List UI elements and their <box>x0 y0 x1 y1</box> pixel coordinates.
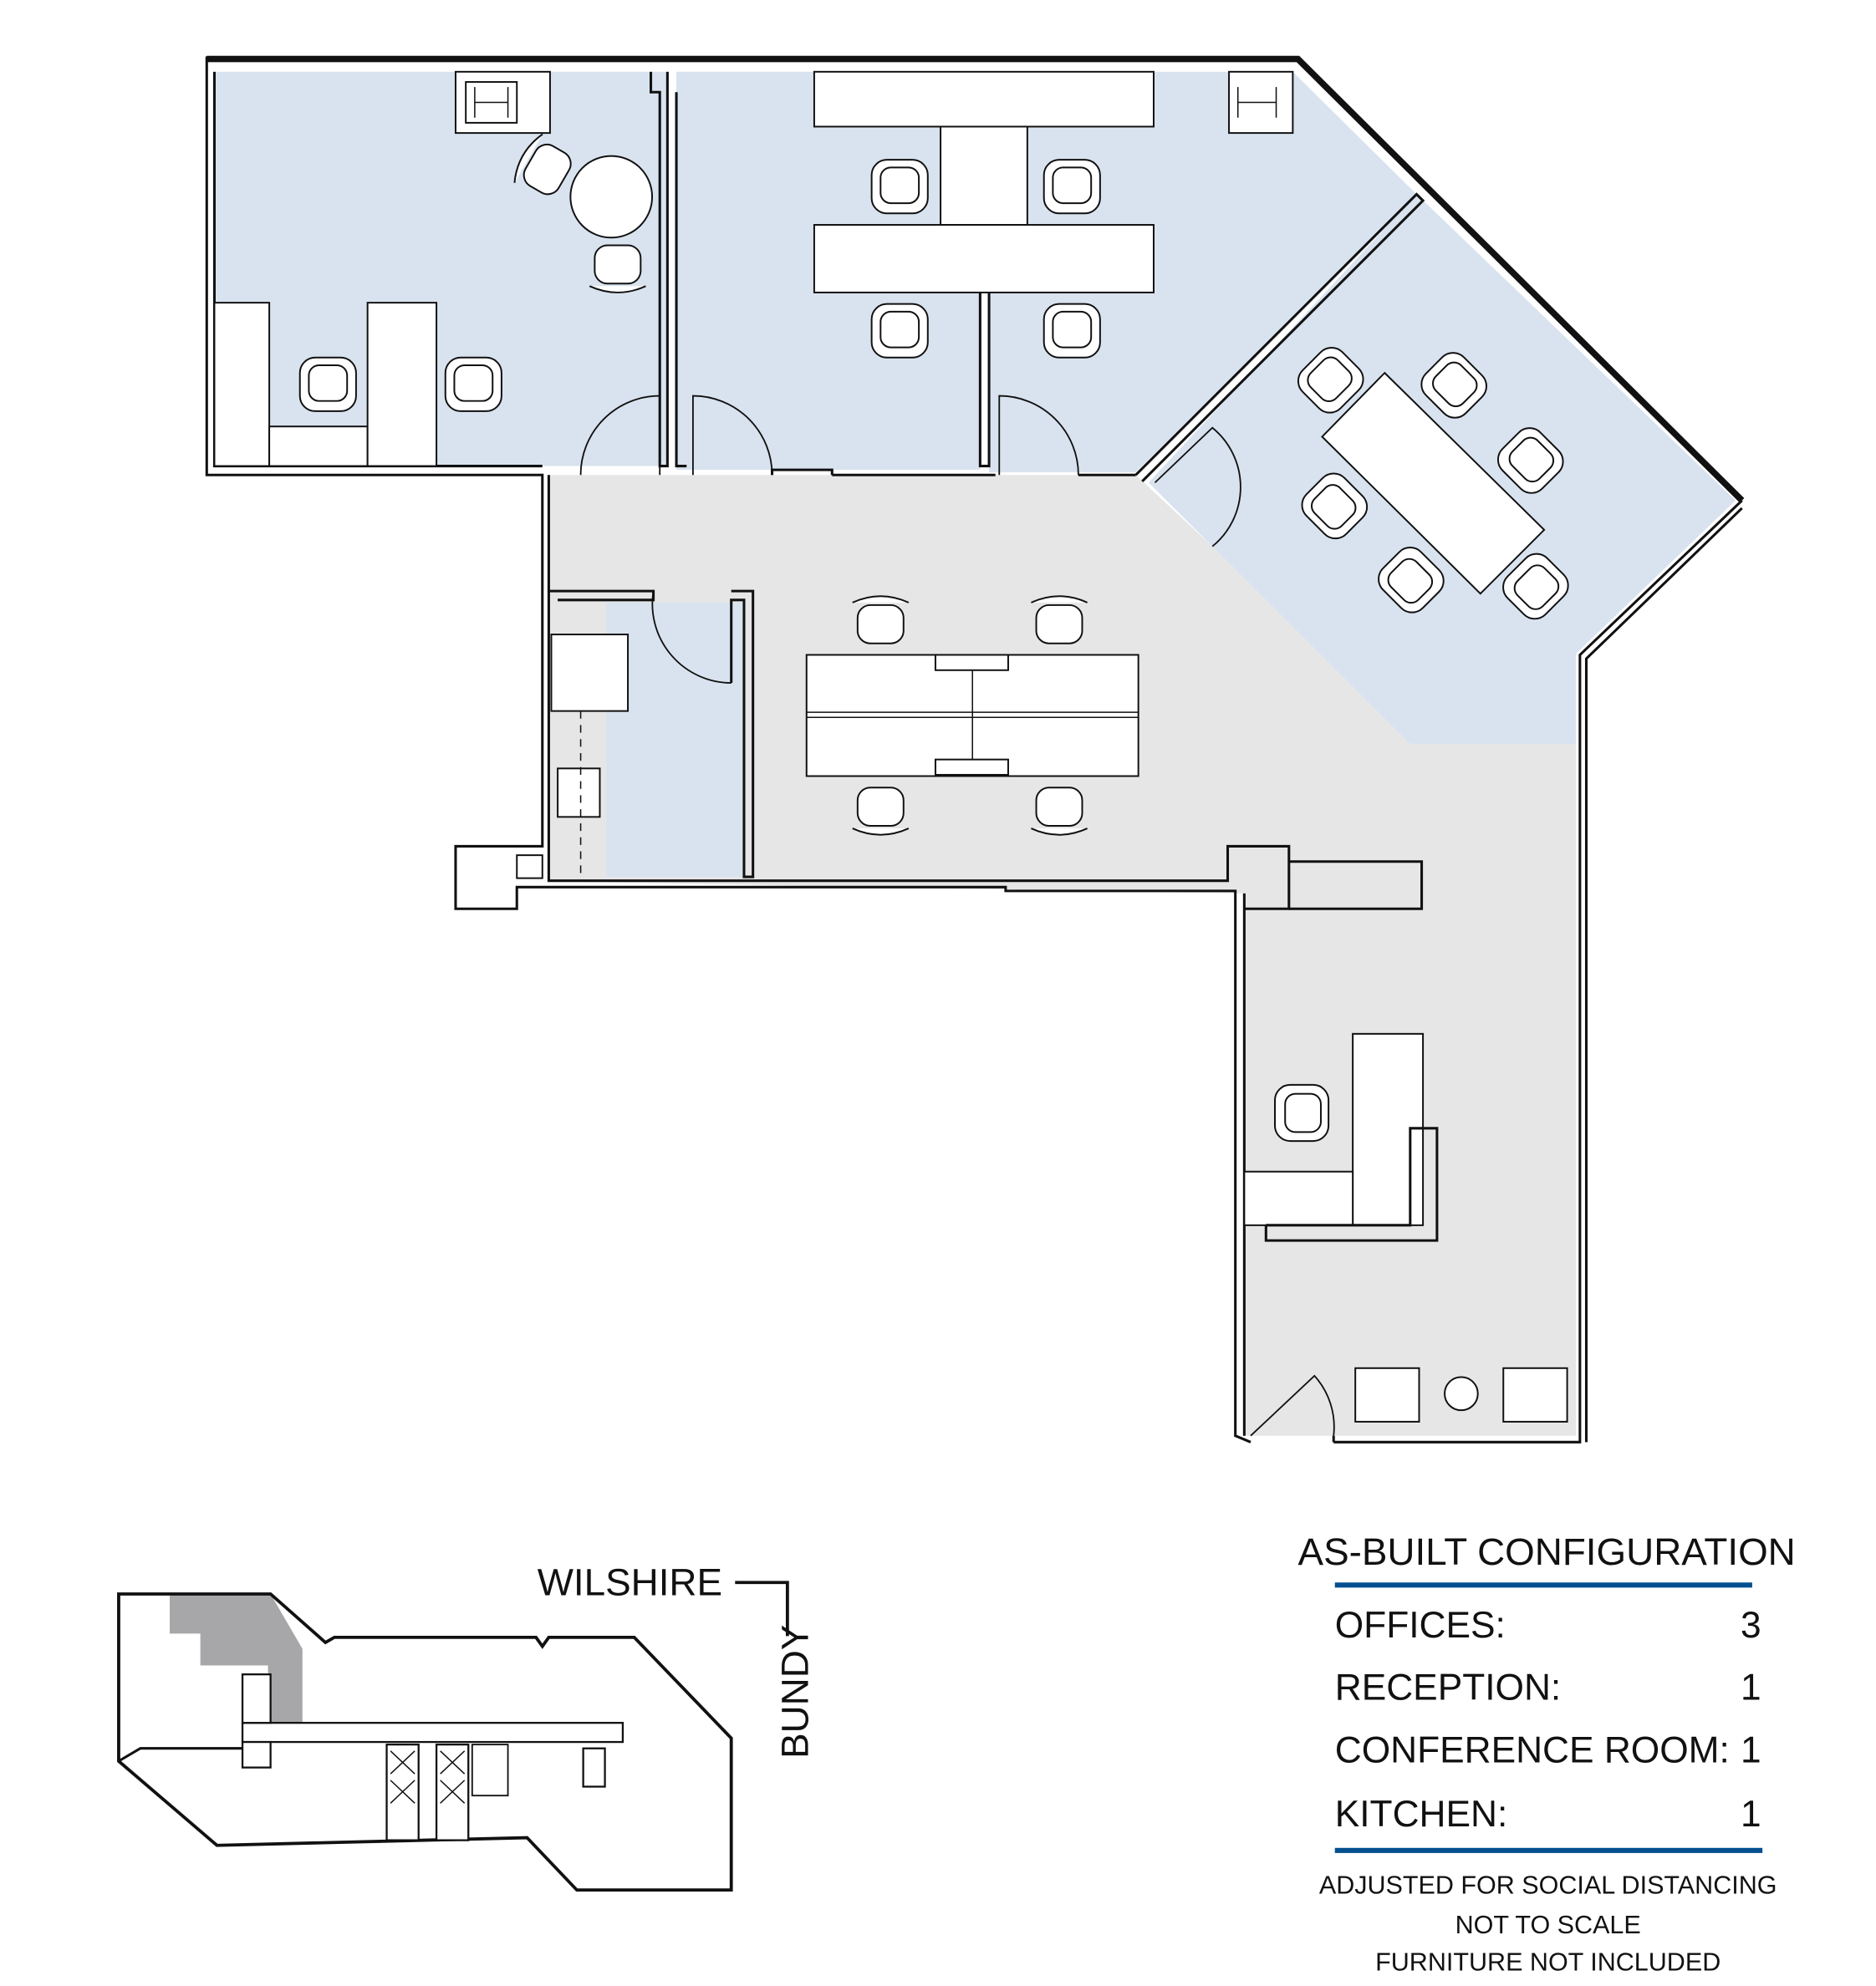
note-social-distancing: ADJUSTED FOR SOCIAL DISTANCING <box>1319 1871 1777 1900</box>
legend-row-value: 1 <box>1741 1794 1761 1835</box>
furniture <box>213 70 1576 1423</box>
note-not-to-scale: NOT TO SCALE <box>1455 1911 1641 1939</box>
legend-row: CONFERENCE ROOM: 1 <box>1335 1729 1761 1770</box>
configuration-legend: AS-BUILT CONFIGURATION OFFICES: 3 RECEPT… <box>1298 1530 1796 1976</box>
legend-row-label: OFFICES: <box>1335 1605 1506 1646</box>
perimeter-wall <box>205 56 1252 1444</box>
office-1 <box>214 71 668 466</box>
street-label-wilshire: WILSHIRE <box>538 1561 722 1604</box>
doors <box>579 395 1335 1437</box>
legend-row-label: KITCHEN: <box>1335 1794 1508 1835</box>
legend-row-label: CONFERENCE ROOM: <box>1335 1729 1730 1770</box>
key-plan: WILSHIRE BUNDY <box>117 1561 816 1892</box>
exterior-window-wall <box>206 55 1745 503</box>
exterior-wall <box>1333 499 1743 1444</box>
legend-row: KITCHEN: 1 <box>1335 1794 1761 1835</box>
legend-row-value: 1 <box>1741 1668 1761 1708</box>
note-furniture: FURNITURE NOT INCLUDED <box>1375 1948 1721 1976</box>
suite-highlight <box>170 1593 303 1724</box>
legend-row: RECEPTION: 1 <box>1335 1668 1761 1708</box>
legend-row-value: 1 <box>1741 1729 1761 1770</box>
legend-row: OFFICES: 3 <box>1335 1605 1761 1646</box>
legend-row-label: RECEPTION: <box>1335 1668 1561 1708</box>
kitchen <box>606 602 744 878</box>
suite-floor-plan <box>205 55 1745 1444</box>
street-label-bundy: BUNDY <box>773 1625 816 1759</box>
legend-title: AS-BUILT CONFIGURATION <box>1298 1530 1796 1573</box>
legend-rule-top <box>1334 1582 1752 1588</box>
legend-rule-bottom <box>1334 1847 1763 1853</box>
legend-row-value: 3 <box>1741 1605 1761 1646</box>
